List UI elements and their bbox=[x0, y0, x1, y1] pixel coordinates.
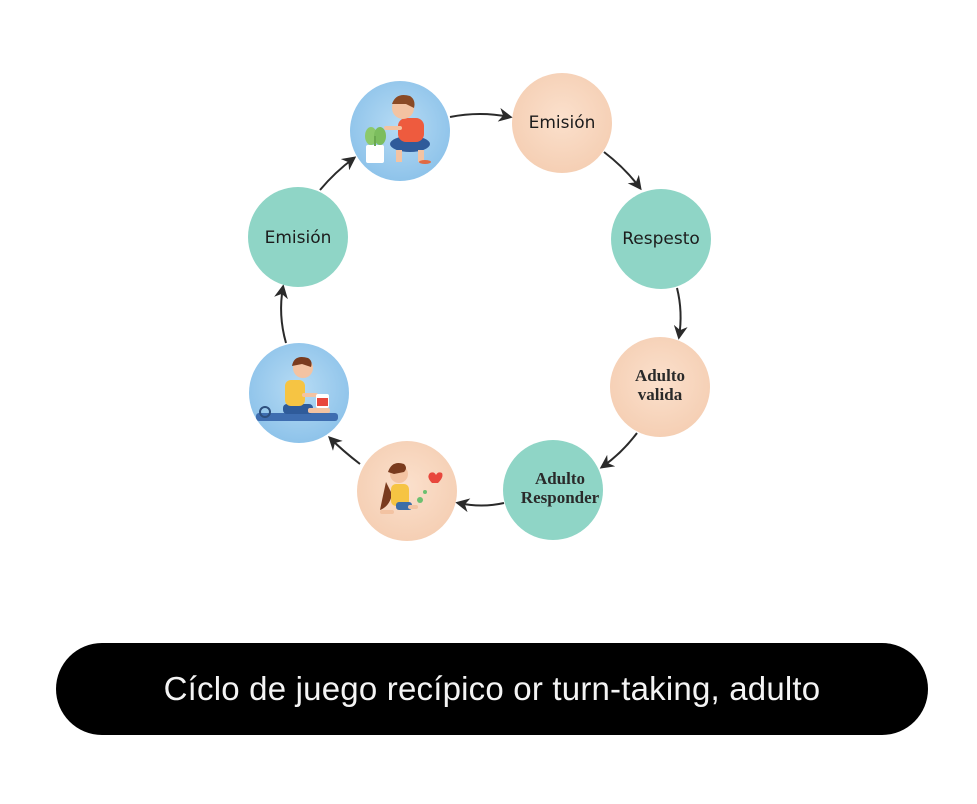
child-sitting-icon bbox=[256, 357, 338, 421]
arrow-child-plant-to-emision bbox=[449, 107, 513, 122]
cycle-arrows bbox=[274, 107, 688, 513]
node-emision-top: Emisión bbox=[512, 73, 612, 173]
node-emision-left: Emisión bbox=[248, 187, 348, 287]
node-child-plant bbox=[350, 81, 450, 181]
arrow-adulto-valida-to-adulto-responder bbox=[599, 432, 638, 469]
emision-left-label: Emisión bbox=[265, 228, 332, 248]
caption-title: Cíclo de juego recípico or turn-taking, … bbox=[163, 670, 821, 707]
arrow-girl-to-child-sitting bbox=[328, 436, 361, 465]
arrow-child-sitting-to-emision bbox=[274, 284, 288, 344]
adulto-responder-label-line1: Adulto bbox=[535, 469, 585, 488]
arrow-emision-to-respesto bbox=[603, 151, 642, 191]
node-child-sitting bbox=[249, 343, 349, 443]
child-with-plant-icon bbox=[365, 95, 431, 164]
emision-label: Emisión bbox=[529, 113, 596, 133]
arrow-emision-to-child-plant bbox=[319, 156, 357, 191]
caption-banner: Cíclo de juego recípico or turn-taking, … bbox=[56, 643, 928, 735]
node-respesto: Respesto bbox=[611, 189, 711, 289]
adulto-valida-label-line2: valida bbox=[638, 385, 683, 404]
node-girl-playing bbox=[357, 441, 457, 541]
turn-taking-cycle-diagram: Emisión Respesto Adulto valida Adulto Re… bbox=[248, 73, 711, 541]
girl-playing-icon bbox=[380, 463, 443, 514]
arrow-adulto-responder-to-girl bbox=[455, 498, 505, 513]
adulto-responder-label-line2: Responder bbox=[521, 488, 600, 507]
respesto-label: Respesto bbox=[622, 229, 700, 249]
node-adulto-valida: Adulto valida bbox=[610, 337, 710, 437]
arrow-respesto-to-adulto-valida bbox=[673, 287, 688, 340]
adulto-valida-label-line1: Adulto bbox=[635, 366, 685, 385]
node-adulto-responder: Adulto Responder bbox=[503, 440, 603, 540]
